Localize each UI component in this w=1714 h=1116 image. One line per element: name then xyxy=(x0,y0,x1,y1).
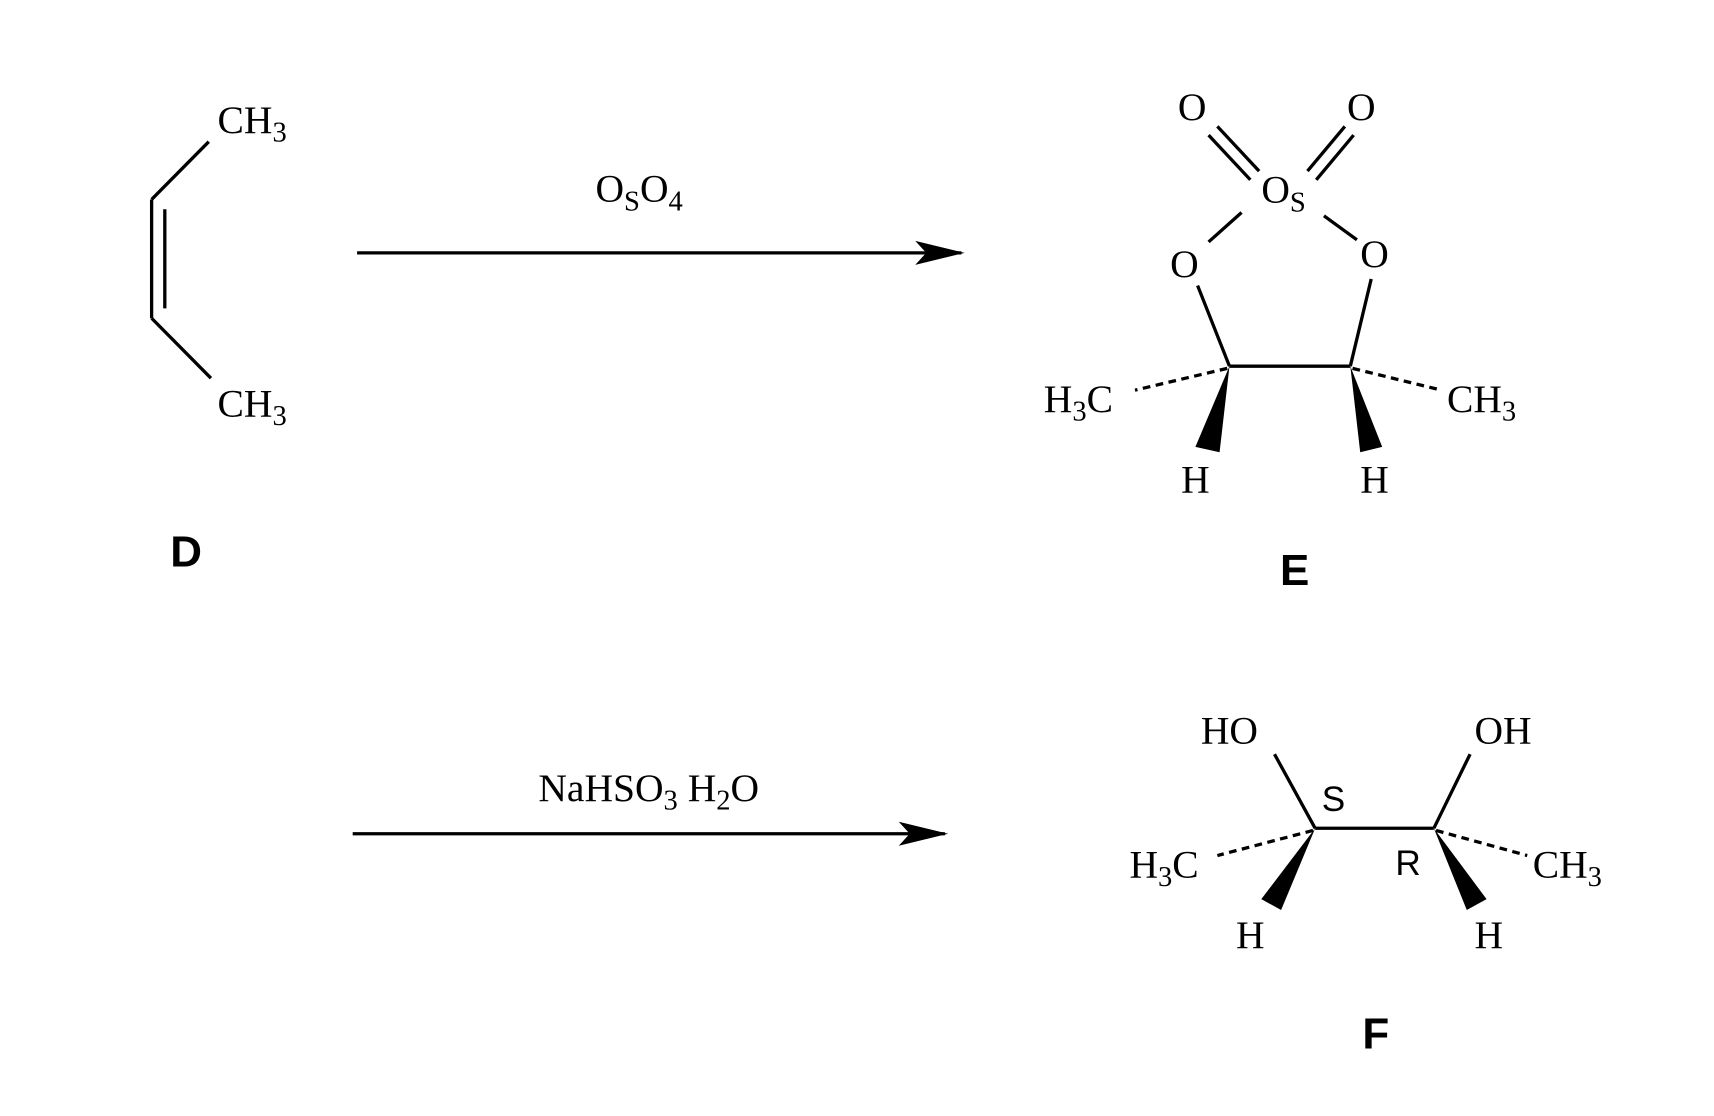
oxo-o-right: O xyxy=(1347,85,1376,129)
ho-left: HO xyxy=(1201,708,1258,752)
h-left: H xyxy=(1181,458,1210,502)
ch3-top: CH3 xyxy=(218,98,287,149)
reagent-oso4: OSO4 xyxy=(596,167,683,218)
oh-right: OH xyxy=(1474,708,1531,752)
ch3-bottom: CH3 xyxy=(218,381,287,432)
reaction-arrow-2: NaHSO3 H2O xyxy=(352,766,949,846)
label-f: F xyxy=(1362,1010,1389,1059)
oxo-o-left: O xyxy=(1178,85,1207,129)
config-r: R xyxy=(1395,844,1420,883)
osmium: OS xyxy=(1261,168,1305,219)
ch3-right: CH3 xyxy=(1533,842,1602,893)
h-right: H xyxy=(1474,913,1503,957)
reaction-arrow-1: OSO4 xyxy=(357,167,965,265)
config-s: S xyxy=(1322,780,1345,819)
compound-e: O O OS O O H3C CH3 H H E xyxy=(1044,85,1516,595)
ch3-right: CH3 xyxy=(1447,377,1516,428)
label-d: D xyxy=(170,528,202,577)
label-e: E xyxy=(1280,546,1309,595)
h-right: H xyxy=(1360,458,1389,502)
h3c-left: H3C xyxy=(1129,842,1198,893)
compound-f: HO OH S R H3C CH3 H H F xyxy=(1129,708,1601,1058)
ring-o-left: O xyxy=(1170,242,1199,286)
h-left: H xyxy=(1236,913,1265,957)
reagent-nahso3-h2o: NaHSO3 H2O xyxy=(538,766,759,817)
compound-d: CH3 CH3 D xyxy=(149,98,287,577)
ring-o-right: O xyxy=(1360,232,1389,276)
h3c-left: H3C xyxy=(1044,377,1113,428)
